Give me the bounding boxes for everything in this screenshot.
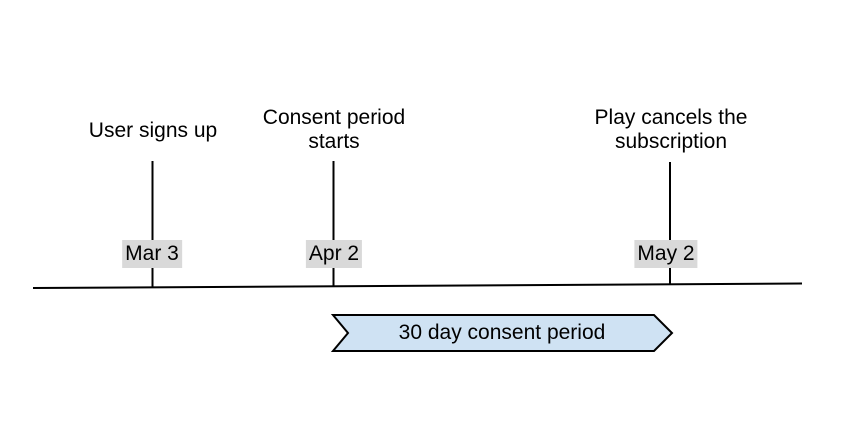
consent-period-banner-label: 30 day consent period <box>398 321 606 344</box>
event-label-play-cancels-subscription: Play cancels the subscription <box>594 106 748 153</box>
date-badge-may-2: May 2 <box>634 240 698 268</box>
timeline-axis <box>32 282 803 289</box>
date-badge-apr-2: Apr 2 <box>305 240 363 268</box>
consent-period-banner-shape <box>330 314 674 352</box>
event-label-consent-period-starts: Consent period starts <box>262 106 406 153</box>
date-badge-mar-3: Mar 3 <box>122 240 182 268</box>
event-label-user-signs-up: User signs up <box>88 119 218 142</box>
